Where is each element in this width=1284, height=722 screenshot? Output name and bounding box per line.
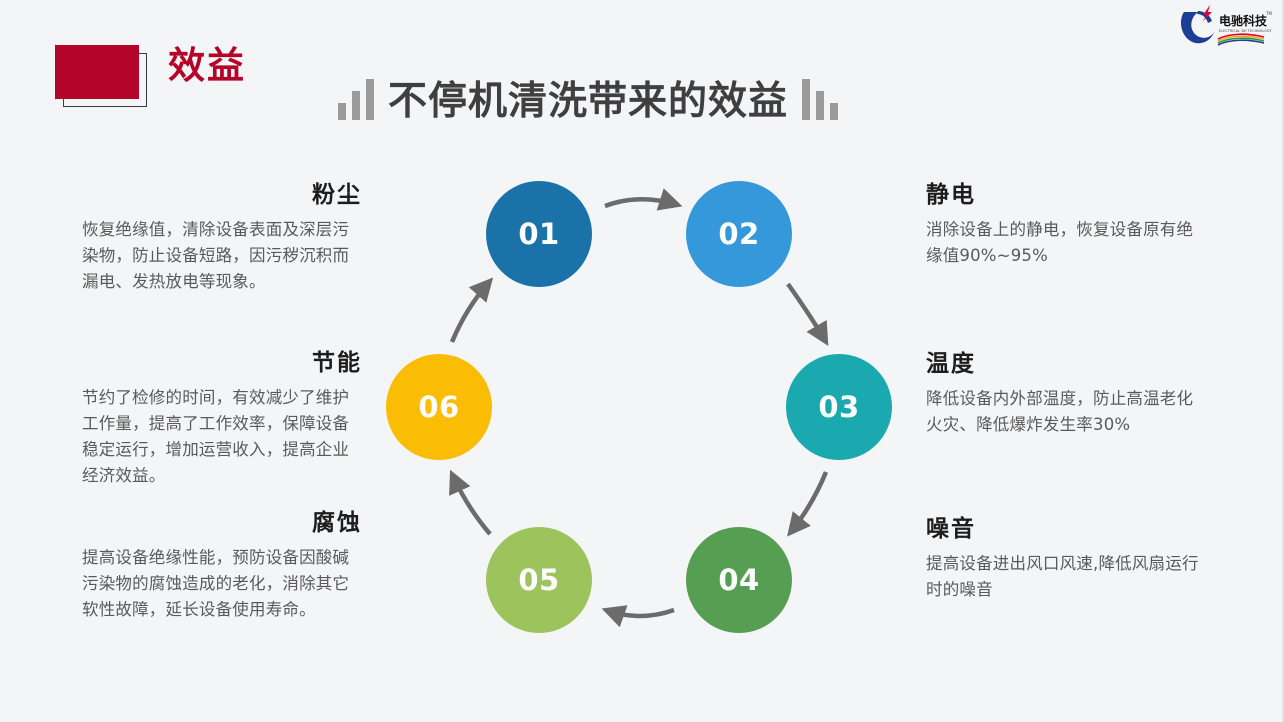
text-block-noise: 噪音 提高设备进出风口风速,降低风扇运行时的噪音 [926,516,1206,603]
logo-brand-cn: 电驰科技 [1219,13,1268,28]
text-block-corrosion: 腐蚀 提高设备绝缘性能，预防设备因酸碱污染物的腐蚀造成的老化，消除其它软性故障，… [82,510,362,623]
logo-brand-en: ELECTRICAL DH TECHNOLOGY [1219,29,1272,33]
text-block-temperature: 温度 降低设备内外部温度，防止高温老化火灾、降低爆炸发生率30% [926,351,1206,438]
block-title-temperature: 温度 [926,351,976,377]
arrow-04-to-05 [601,605,675,628]
block-body-static-electricity: 消除设备上的静电，恢复设备原有绝缘值90%~95% [926,220,1194,266]
arrow-01-to-02 [604,188,683,211]
text-block-static-electricity: 静电 消除设备上的静电，恢复设备原有绝缘值90%~95% [926,182,1206,269]
cycle-node-04[interactable]: 04 [686,527,792,633]
cycle-node-03[interactable]: 03 [786,354,892,460]
logo-trademark: TM [1265,11,1272,16]
block-title-static-electricity: 静电 [926,182,976,208]
block-title-noise: 噪音 [926,516,976,542]
arrow-02-to-03 [786,282,829,347]
arrow-03-to-04 [787,471,829,537]
title-group: 不停机清洗带来的效益 [338,62,839,124]
logo-bolt-icon [1202,5,1212,22]
section-badge [55,45,147,107]
company-logo: 电驰科技 ELECTRICAL DH TECHNOLOGY TM [1181,5,1272,46]
block-body-corrosion: 提高设备绝缘性能，预防设备因酸碱污染物的腐蚀造成的老化，消除其它软性故障，延长设… [82,548,350,620]
block-body-dust: 恢复绝缘值，清除设备表面及深层污染物，防止设备短路，因污秽沉积而漏电、发热放电等… [82,220,350,292]
cycle-node-01[interactable]: 01 [486,181,592,287]
block-title-dust: 粉尘 [312,182,362,208]
arrow-05-to-06 [449,469,492,536]
cycle-node-05[interactable]: 05 [486,527,592,633]
block-title-corrosion: 腐蚀 [312,510,362,536]
arrow-06-to-01 [449,277,494,343]
block-body-temperature: 降低设备内外部温度，防止高温老化火灾、降低爆炸发生率30% [926,389,1194,435]
logo-swoosh-icon [1181,12,1214,44]
cycle-node-02[interactable]: 02 [686,181,792,287]
descending-bar-chart-icon [802,74,839,124]
block-title-energy-saving: 节能 [312,350,362,376]
cycle-node-06[interactable]: 06 [386,354,492,460]
page-title: 不停机清洗带来的效益 [388,79,789,124]
ascending-bar-chart-icon [338,74,374,124]
text-block-dust: 粉尘 恢复绝缘值，清除设备表面及深层污染物，防止设备短路，因污秽沉积而漏电、发热… [82,182,362,295]
block-body-energy-saving: 节约了检修的时间，有效减少了维护工作量，提高了工作效率，保障设备稳定运行，增加运… [82,388,350,486]
section-badge-fill [55,45,139,99]
block-body-noise: 提高设备进出风口风速,降低风扇运行时的噪音 [926,554,1199,600]
text-block-energy-saving: 节能 节约了检修的时间，有效减少了维护工作量，提高了工作效率，保障设备稳定运行，… [82,350,362,490]
section-label: 效益 [168,44,246,87]
